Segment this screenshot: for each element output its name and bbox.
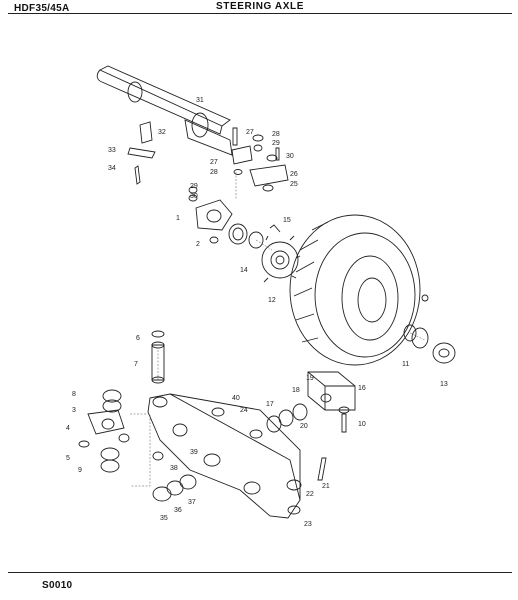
callout-31: 31 xyxy=(196,97,204,104)
callout-39: 39 xyxy=(190,449,198,456)
callout-2-upper: 2 xyxy=(196,241,200,248)
callout-3: 3 xyxy=(72,407,76,414)
callout-24: 24 xyxy=(240,407,248,414)
kingpin-bracket-stack xyxy=(188,127,289,202)
callout-26: 26 xyxy=(290,171,298,178)
callout-30-upper: 30 xyxy=(286,153,294,160)
callout-38: 38 xyxy=(170,465,178,472)
model-name: HDF35/45A xyxy=(14,3,70,14)
callout-5: 5 xyxy=(66,455,70,462)
callout-23: 23 xyxy=(304,521,312,528)
callout-15: 15 xyxy=(283,217,291,224)
callout-29-lower: 29 xyxy=(190,183,198,190)
callout-35: 35 xyxy=(160,515,168,522)
callout-22: 22 xyxy=(306,491,314,498)
callout-40: 40 xyxy=(232,395,240,402)
callout-16: 16 xyxy=(358,385,366,392)
callout-4: 4 xyxy=(66,425,70,432)
callout-labels: 31 32 27 28 29 30 26 25 33 34 27 28 29 3… xyxy=(66,97,448,528)
callout-28-upper: 28 xyxy=(272,131,280,138)
leader-lines xyxy=(130,172,426,487)
callout-30-lower: 30 xyxy=(190,193,198,200)
callout-29-upper: 29 xyxy=(272,140,280,147)
pivot-pin xyxy=(151,330,165,384)
callout-7: 7 xyxy=(134,361,138,368)
callout-27-lower: 27 xyxy=(210,159,218,166)
callout-19: 19 xyxy=(306,375,314,382)
callout-36: 36 xyxy=(174,507,182,514)
page-code: S0010 xyxy=(42,580,73,591)
callout-9: 9 xyxy=(78,467,82,474)
callout-13: 13 xyxy=(440,381,448,388)
steering-knuckle-upper xyxy=(195,199,264,249)
page-title: STEERING AXLE xyxy=(216,1,304,12)
callout-10: 10 xyxy=(358,421,366,428)
callout-20: 20 xyxy=(300,423,308,430)
hub-bearing-cap-group xyxy=(403,294,456,364)
callout-32: 32 xyxy=(158,129,166,136)
callout-21: 21 xyxy=(322,483,330,490)
callout-17: 17 xyxy=(266,401,274,408)
callout-11: 11 xyxy=(402,361,409,368)
header-rule xyxy=(8,13,512,14)
page-header: HDF35/45A STEERING AXLE xyxy=(0,0,518,22)
axle-housing-tube xyxy=(96,65,233,185)
callout-1-upper: 1 xyxy=(176,215,180,222)
axle-beam xyxy=(147,393,302,519)
callout-8: 8 xyxy=(72,391,76,398)
callout-25: 25 xyxy=(290,181,298,188)
callout-12: 12 xyxy=(268,297,276,304)
wheel-hub xyxy=(261,224,301,283)
bushing-rings xyxy=(152,403,308,502)
footer-rule xyxy=(8,572,512,573)
mounting-block xyxy=(307,371,356,433)
callout-33: 33 xyxy=(108,147,116,154)
callout-18: 18 xyxy=(292,387,300,394)
callout-27-upper: 27 xyxy=(246,129,254,136)
tire xyxy=(289,214,421,366)
callout-6: 6 xyxy=(136,335,140,342)
callout-28-lower: 28 xyxy=(210,169,218,176)
callout-37: 37 xyxy=(188,499,196,506)
callout-34: 34 xyxy=(108,165,116,172)
callout-14: 14 xyxy=(240,267,248,274)
steering-knuckle-lower xyxy=(78,389,327,481)
